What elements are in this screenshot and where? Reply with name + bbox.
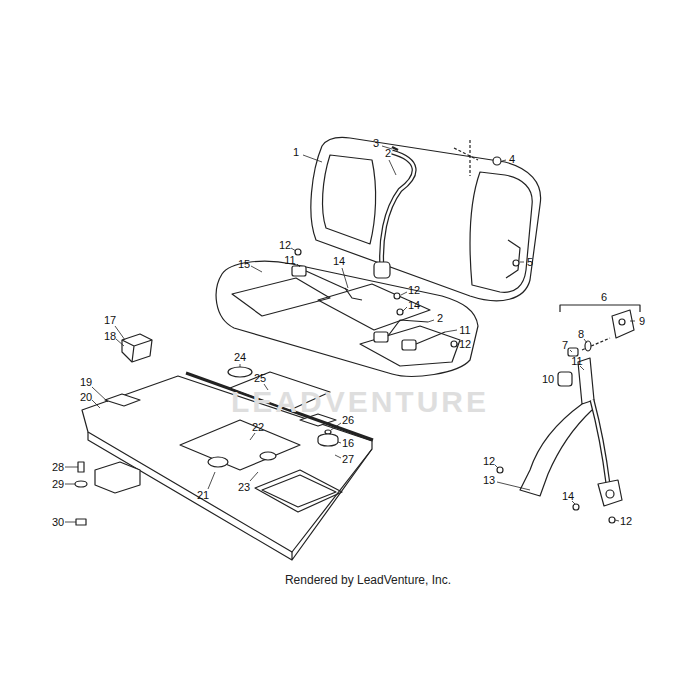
callout-number: 19: [80, 377, 92, 388]
callout-number: 22: [252, 422, 264, 433]
callout-number: 16: [342, 438, 354, 449]
seat-cushion: [216, 261, 478, 376]
callout-number: 23: [238, 482, 250, 493]
floor-panel-edge: [88, 432, 372, 560]
leader-lines: [65, 146, 635, 522]
callout-number: 2: [385, 148, 391, 159]
callout-number: 27: [342, 454, 354, 465]
callout-number: 18: [104, 331, 116, 342]
callout-number: 15: [238, 259, 250, 270]
callout-number: 14: [333, 256, 345, 267]
callout-number: 4: [509, 154, 515, 165]
callout-number: 12: [620, 516, 632, 527]
callout-number: 30: [52, 517, 64, 528]
callout-number: 5: [527, 257, 533, 268]
callout-number: 25: [254, 373, 266, 384]
callout-number: 28: [52, 462, 64, 473]
callout-number: 8: [578, 329, 584, 340]
callout-number: 12: [279, 240, 291, 251]
callout-number: 2: [437, 313, 443, 324]
callout-number: 7: [562, 340, 568, 351]
callout-number: 12: [408, 285, 420, 296]
credit-caption: Rendered by LeadVenture, Inc.: [285, 574, 451, 586]
callout-number: 11: [284, 255, 295, 266]
bracket: [122, 334, 152, 362]
watermark: LEADVENTURE: [231, 387, 489, 417]
callout-number: 3: [373, 138, 379, 149]
callout-number: 20: [80, 392, 92, 403]
callout-number: 14: [408, 300, 420, 311]
callout-number: 11: [571, 356, 582, 367]
callout-number: 10: [542, 374, 554, 385]
callout-number: 13: [483, 475, 495, 486]
callout-number: 1: [293, 147, 299, 158]
callout-number: 6: [601, 292, 607, 303]
callout-number: 12: [459, 339, 471, 350]
callout-number: 21: [197, 490, 209, 501]
callout-number: 9: [639, 316, 645, 327]
gasket-disc: [228, 367, 252, 377]
callout-number: 24: [234, 352, 246, 363]
callout-number: 12: [483, 456, 495, 467]
callout-number: 11: [459, 325, 470, 336]
callout-number: 14: [562, 491, 574, 502]
callout-number: 29: [52, 479, 64, 490]
callout-number: 17: [104, 315, 116, 326]
